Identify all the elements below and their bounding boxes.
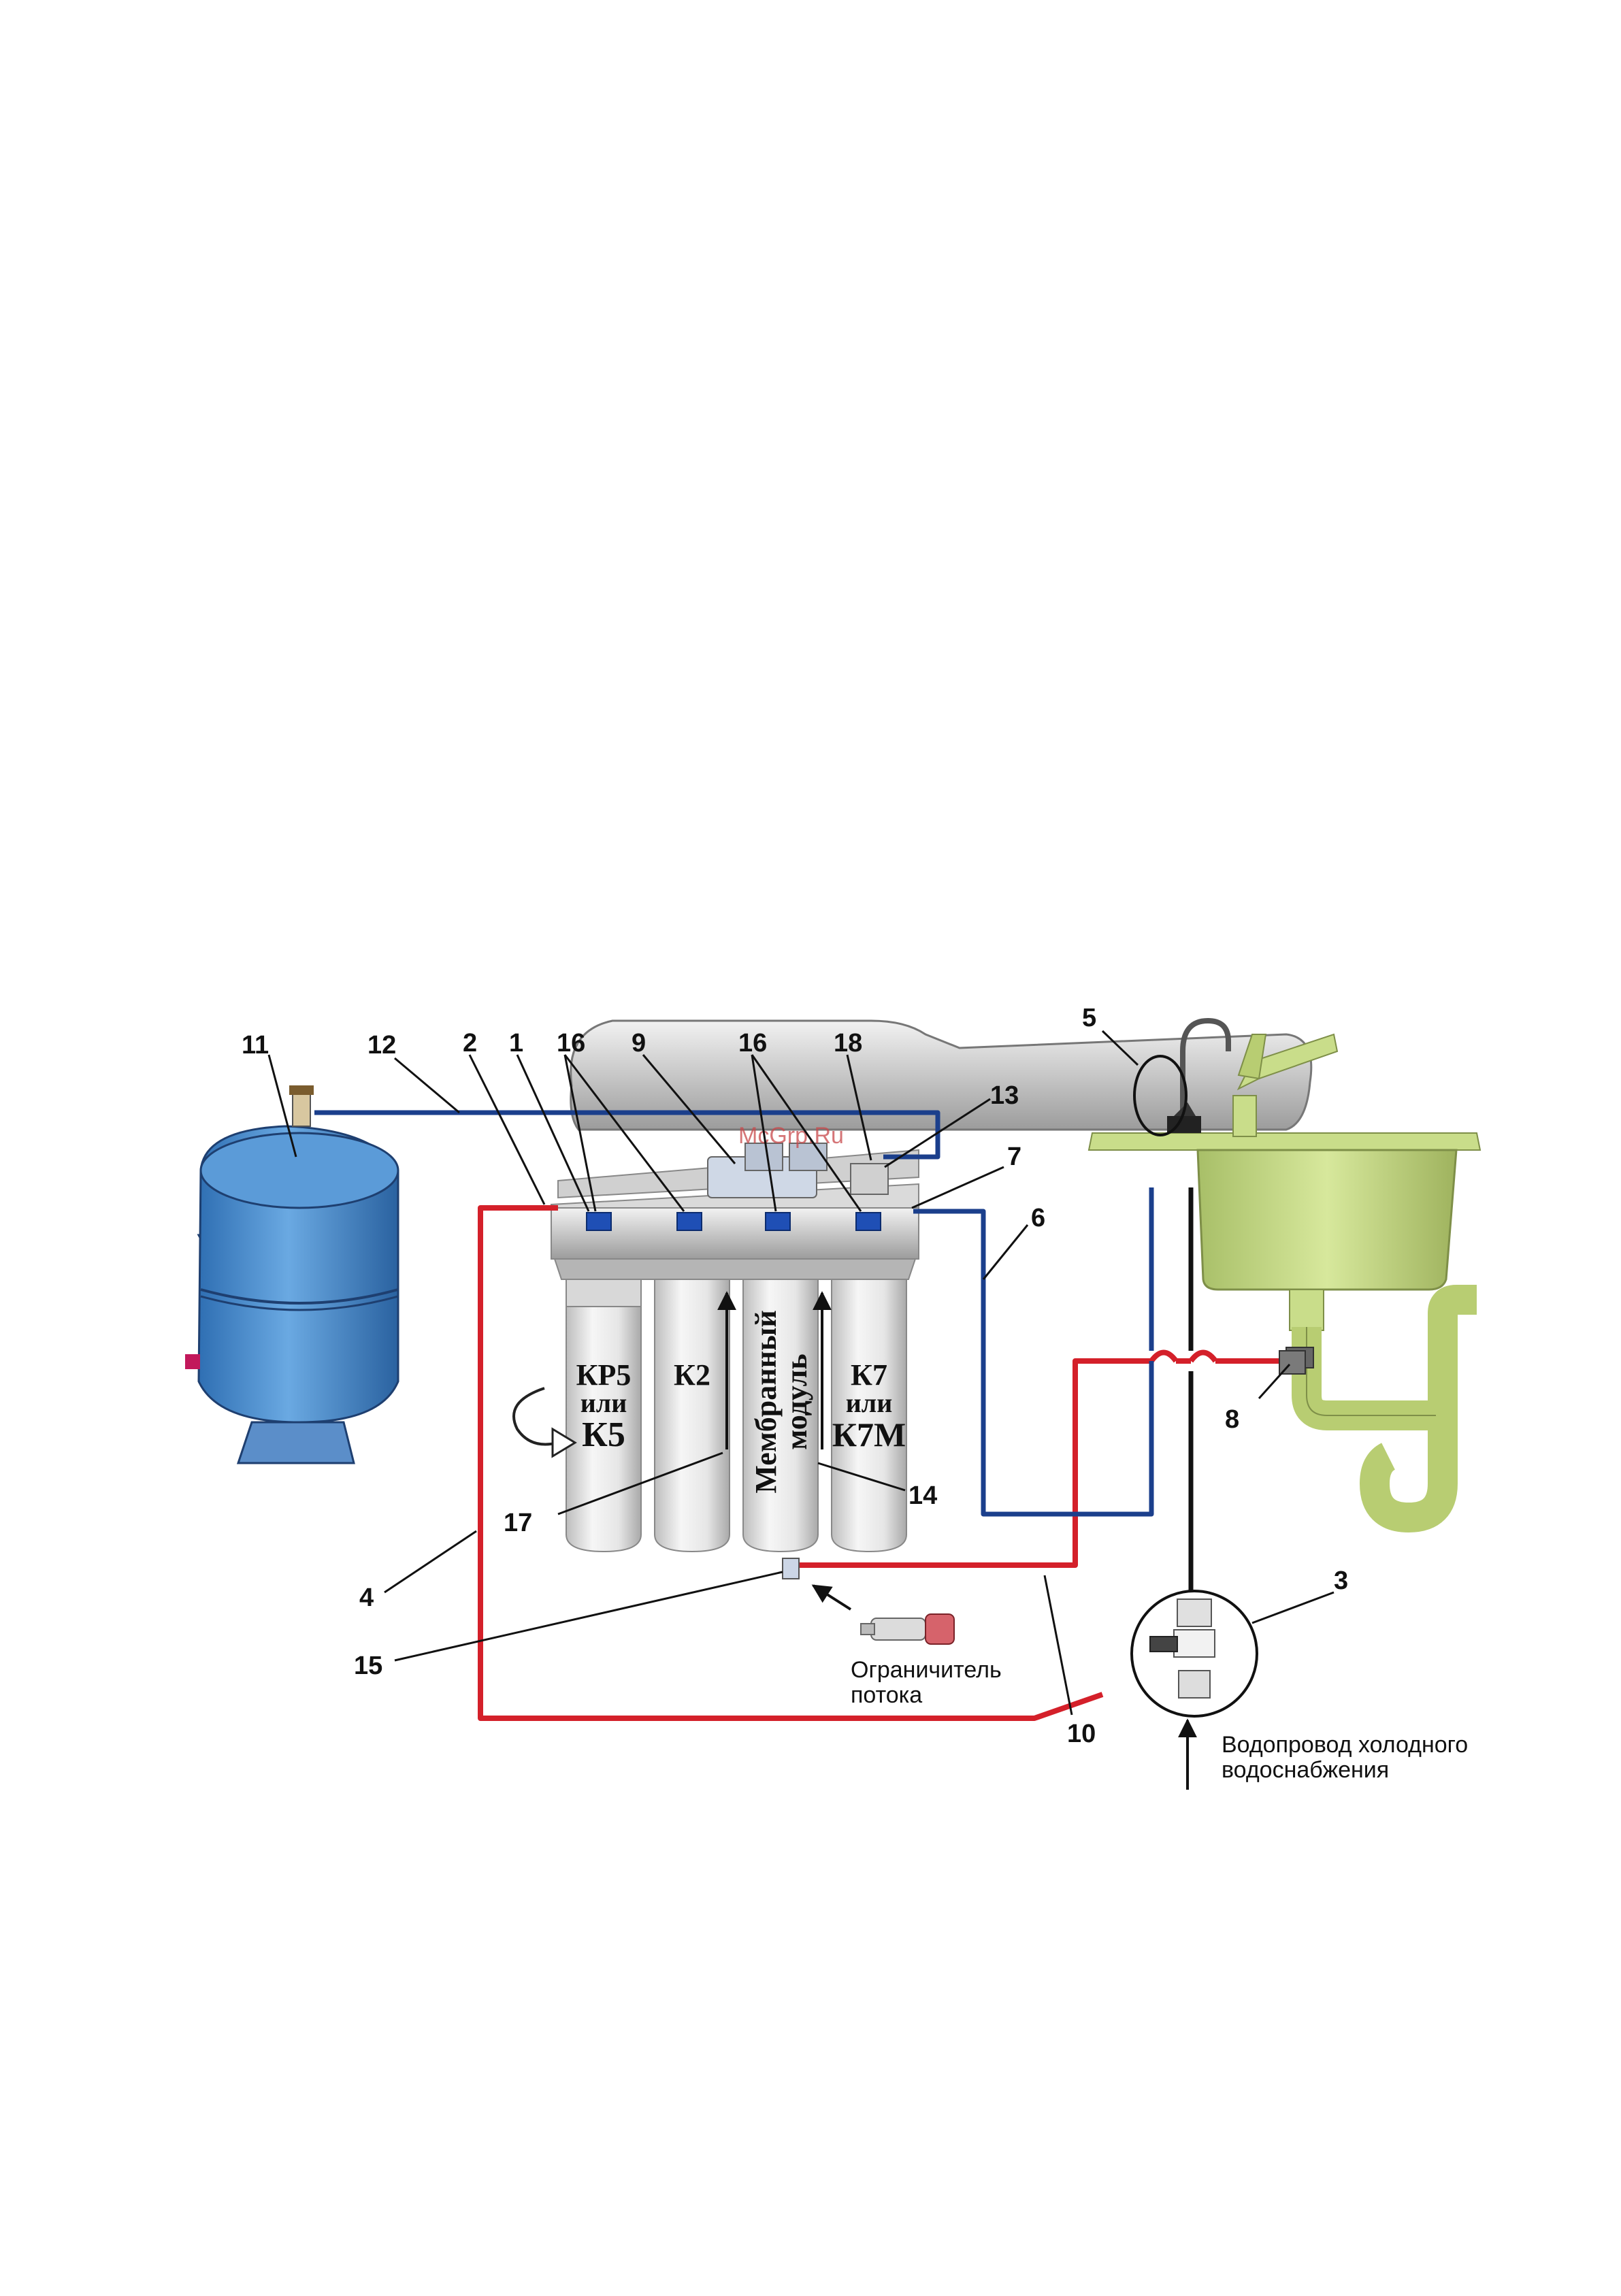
callout-5: 5 (1082, 1004, 1096, 1032)
callout-13: 13 (990, 1081, 1019, 1110)
callout-7: 7 (1007, 1143, 1021, 1171)
callout-2: 2 (463, 1029, 477, 1057)
callout-15: 15 (354, 1652, 382, 1680)
flow-limiter-arrow (813, 1586, 851, 1609)
callout-9: 9 (632, 1029, 646, 1057)
callout-18: 18 (834, 1029, 862, 1057)
callout-3: 3 (1334, 1567, 1348, 1595)
water-supply-label-1: Водопровод холодного (1222, 1732, 1468, 1758)
filter-membrane-label-2: модуль (780, 1354, 813, 1449)
filter-k7-label-2: или (846, 1388, 893, 1418)
sink (1089, 1133, 1480, 1518)
flow-limiter-label-2: потока (851, 1682, 922, 1708)
tee-valve-detail (1132, 1591, 1257, 1716)
callout-8: 8 (1225, 1405, 1239, 1434)
callout-10: 10 (1067, 1720, 1096, 1748)
callout-14: 14 (908, 1481, 937, 1510)
callout-6: 6 (1031, 1204, 1045, 1232)
flow-limiter-label-1: Ограничитель (851, 1657, 1002, 1683)
callout-4: 4 (359, 1584, 374, 1612)
watermark-text: McGrp.Ru (738, 1123, 844, 1149)
filter-k7-label-1: К7 (851, 1358, 887, 1392)
rotate-arrow-icon (514, 1388, 558, 1445)
filter-k7-label-3: К7М (832, 1415, 906, 1454)
filter-kp5-label-1: КР5 (576, 1358, 632, 1392)
callout-16-right: 16 (738, 1029, 767, 1057)
filter-kp5-label-3: К5 (582, 1415, 625, 1454)
callout-17: 17 (504, 1509, 532, 1537)
callout-12: 12 (367, 1031, 396, 1060)
callout-16-left: 16 (557, 1029, 585, 1057)
callout-11: 11 (242, 1031, 269, 1060)
water-supply-label-2: водоснабжения (1222, 1757, 1389, 1783)
flow-limiter-part (783, 1558, 954, 1644)
filter-k2-label: К2 (674, 1358, 710, 1392)
callout-1: 1 (509, 1029, 523, 1057)
filter-kp5-label-2: или (580, 1388, 627, 1418)
filter-membrane-label-1: Мембранный (749, 1310, 783, 1493)
